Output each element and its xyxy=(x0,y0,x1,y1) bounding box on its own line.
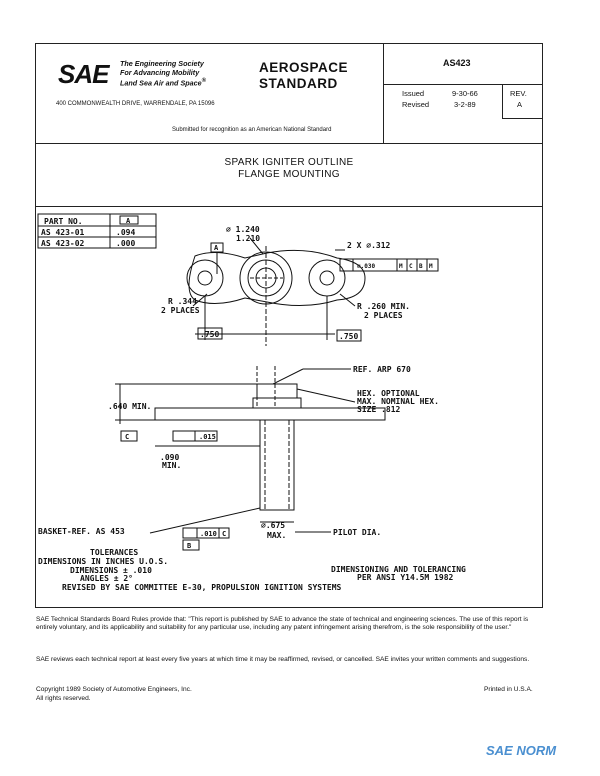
dim-090-min: MIN. xyxy=(162,461,181,470)
tolerances-dims: DIMENSIONS ± .010 xyxy=(70,566,152,575)
header-bottom-line xyxy=(35,143,543,144)
title-bottom-line xyxy=(35,206,543,207)
part-table-row1-part: AS 423-01 xyxy=(41,228,85,237)
radius-left-places: 2 PLACES xyxy=(161,306,200,315)
tol-frame-dia: ⌀.030 xyxy=(357,263,375,270)
rev-value: A xyxy=(517,100,523,109)
datum-c-label: C xyxy=(125,433,129,441)
perp-datum-label: C xyxy=(222,530,226,538)
revised-by: REVISED BY SAE COMMITTEE E-30, PROPULSIO… xyxy=(62,583,342,592)
footer-para-2: SAE reviews each technical report at lea… xyxy=(36,656,530,663)
basket-label: BASKET-REF. AS 453 xyxy=(38,527,125,536)
copyright: Copyright 1989 Society of Automotive Eng… xyxy=(36,686,192,693)
revised-date: 3-2-89 xyxy=(454,100,476,109)
ref-arp-label: REF. ARP 670 xyxy=(353,365,411,374)
tol-frame-m1: M xyxy=(399,263,403,270)
revised-label: Revised xyxy=(402,100,430,109)
part-table-row1-a: .094 xyxy=(116,228,135,237)
document-title: SPARK IGNITER OUTLINE FLANGE MOUNTING xyxy=(35,157,543,181)
igniter-drawing: PART NO. A AS 423-01 .094 AS 423-02 .000… xyxy=(37,213,466,592)
flat-tol-label: .015 xyxy=(199,433,216,441)
society-name: The Engineering Society For Advancing Mo… xyxy=(120,59,206,87)
pilot-dia-label: ⌀.675 xyxy=(261,521,285,530)
part-table-header-part: PART NO. xyxy=(44,217,83,226)
header-divider-rev xyxy=(502,84,503,118)
perp-tol-label: .010 xyxy=(200,530,217,538)
hex-label-1: HEX. OPTIONAL xyxy=(357,389,420,398)
footer-para-1: SAE Technical Standards Board Rules prov… xyxy=(36,616,529,631)
address: 400 COMMONWEALTH DRIVE, WARRENDALE, PA 1… xyxy=(56,101,215,107)
dia-bottom-label: 1.210 xyxy=(236,234,260,243)
tolerances-angles: ANGLES ± 2° xyxy=(80,574,133,583)
tolerances-heading: TOLERANCES xyxy=(90,548,138,557)
printed-in: Printed in U.S.A. xyxy=(484,686,533,693)
dim-750-left: .750 xyxy=(200,330,219,339)
hex-label-3: SIZE .812 xyxy=(357,405,401,414)
society-line-3: Land Sea Air and Space® xyxy=(120,78,207,88)
pilot-dia-max: MAX. xyxy=(267,531,286,540)
watermark-text: SAE NORM xyxy=(486,743,557,758)
part-table-row2-part: AS 423-02 xyxy=(41,239,85,248)
dim-std-ansi: PER ANSI Y14.5M 1982 xyxy=(357,573,454,582)
part-table xyxy=(37,213,157,249)
dia-top-label: ⌀ 1.240 xyxy=(226,225,260,234)
holes-label: 2 X ⌀.312 xyxy=(347,241,391,250)
header-divider-1 xyxy=(383,43,384,143)
datum-a-label: A xyxy=(214,244,219,252)
submitted-note: Submitted for recognition as an American… xyxy=(172,127,332,133)
dim-std-label: DIMENSIONING AND TOLERANCING xyxy=(331,565,466,574)
sae-logo: SAE xyxy=(58,59,109,89)
dim-640-label: .640 MIN. xyxy=(108,402,151,411)
pilot-label: PILOT DIA. xyxy=(333,528,381,537)
title-line-1: SPARK IGNITER OUTLINE xyxy=(224,157,354,168)
side-view xyxy=(154,366,386,511)
header-row-line xyxy=(383,84,543,85)
part-table-row2-a: .000 xyxy=(116,239,135,248)
dim-090-label: .090 xyxy=(160,453,179,462)
society-line-1: The Engineering Society xyxy=(120,59,204,68)
document-frame xyxy=(35,43,543,608)
radius-right-label: R .260 MIN. xyxy=(357,302,410,311)
tolerances-units: DIMENSIONS IN INCHES U.O.S. xyxy=(38,557,168,566)
part-table-header-a: A xyxy=(126,217,131,225)
radius-right-places: 2 PLACES xyxy=(364,311,403,320)
tol-frame-b: B xyxy=(419,263,423,270)
doc-number: AS423 xyxy=(443,58,471,68)
rights: All rights reserved. xyxy=(36,695,91,702)
standard-type-line-1: AEROSPACE xyxy=(259,60,349,75)
issued-date: 9-30-66 xyxy=(452,89,478,98)
standard-type: AEROSPACE STANDARD xyxy=(259,60,348,92)
issued-label: Issued xyxy=(402,89,425,98)
radius-left-label: R .344 xyxy=(168,297,197,306)
tol-frame-c: C xyxy=(409,263,413,270)
dim-750-right: .750 xyxy=(339,332,358,341)
title-line-2: FLANGE MOUNTING xyxy=(238,169,340,180)
header-row-line-2 xyxy=(502,118,543,119)
flange-outline xyxy=(186,246,366,346)
datum-b-label: B xyxy=(187,542,191,550)
standard-type-line-2: STANDARD xyxy=(259,76,338,91)
hex-label-2: MAX. NOMINAL HEX. xyxy=(357,397,439,406)
watermark: SAE NORM xyxy=(486,743,556,758)
tol-frame-m2: M xyxy=(429,263,433,270)
society-line-2: For Advancing Mobility xyxy=(120,68,200,77)
rev-label: REV. xyxy=(510,89,527,98)
